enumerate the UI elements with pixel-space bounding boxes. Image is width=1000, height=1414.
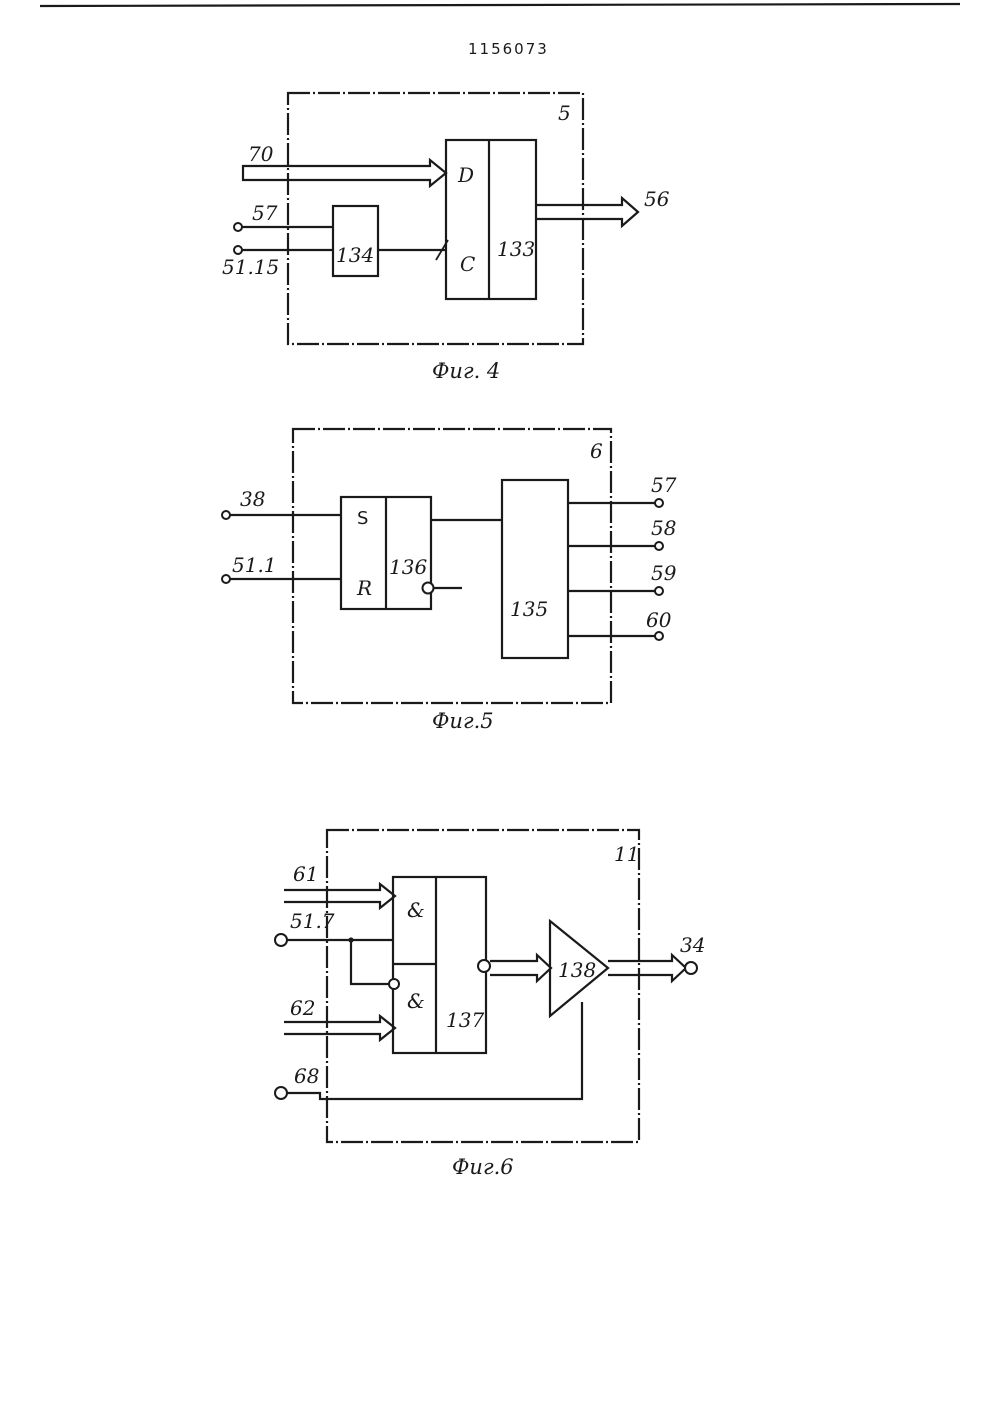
fig4-c-label: C [460, 252, 475, 276]
fig6-amp-label: 138 [558, 958, 596, 982]
fig6-pin-68 [275, 1087, 287, 1099]
fig5-r-label: R [356, 576, 372, 600]
fig4-caption: Фиг. 4 [432, 359, 500, 383]
fig6-output-label: 34 [680, 933, 705, 957]
fig6-caption: Фиг.6 [452, 1155, 514, 1179]
fig4-block-133-label: 133 [497, 237, 535, 261]
fig6-bus-137-to-138 [490, 955, 551, 981]
fig5-s-label: S [357, 508, 368, 529]
fig5-pin-out-57 [655, 499, 663, 507]
sheet-top-border [40, 4, 960, 6]
fig5-output-57-label: 57 [651, 473, 677, 497]
fig5-inverted-output-bubble [423, 583, 434, 594]
figure-4: 5 D C 133 134 70 57 51.15 56 Фиг. 4 [222, 93, 670, 383]
fig4-bus-in-label: 70 [248, 142, 274, 166]
fig6-pin-51-7 [275, 934, 287, 946]
fig4-block-id: 5 [558, 101, 571, 125]
fig4-pin-51-15 [234, 246, 242, 254]
fig4-output-bus-arrow [536, 198, 638, 226]
fig4-d-label: D [457, 163, 474, 187]
document-number: 1156073 [468, 40, 549, 58]
fig4-pin-57 [234, 223, 242, 231]
fig6-block-137-label: 137 [446, 1008, 484, 1032]
fig5-trigger-label: 136 [389, 555, 427, 579]
fig4-block-134-label: 134 [336, 243, 374, 267]
fig5-s-in-label: 38 [240, 487, 265, 511]
fig6-wire-to-inverted-input [351, 940, 389, 984]
fig6-and-label-2: & [407, 989, 425, 1013]
fig5-output-60-label: 60 [646, 608, 672, 632]
fig6-pin-b-label: 68 [294, 1064, 319, 1088]
fig5-caption: Фиг.5 [432, 709, 494, 733]
fig6-bus-61-arrow [284, 884, 395, 908]
figure-5: 6 S R 136 38 51.1 135 57 58 59 [222, 429, 677, 733]
fig5-pin-51-1 [222, 575, 230, 583]
fig6-137-inverted-output [478, 960, 490, 972]
fig5-pin-out-59 [655, 587, 663, 595]
fig6-output-bus-arrow [608, 955, 686, 981]
figure-6: 11 & & 137 61 51.7 62 68 138 34 [275, 830, 705, 1179]
fig5-pin-out-58 [655, 542, 663, 550]
fig6-pin-a-label: 51.7 [290, 909, 335, 933]
fig4-pin-b-label: 51.15 [222, 255, 279, 279]
fig4-pin-a-label: 57 [252, 201, 278, 225]
fig5-pin-38 [222, 511, 230, 519]
fig6-wire-68-to-amp [287, 1002, 582, 1099]
fig6-output-pin-34 [685, 962, 697, 974]
fig5-block-135 [502, 480, 568, 658]
fig6-bus-a-label: 61 [293, 862, 318, 886]
fig6-and-label-1: & [407, 898, 425, 922]
fig5-output-59-label: 59 [651, 561, 677, 585]
fig5-output-58-label: 58 [651, 516, 676, 540]
fig5-r-in-label: 51.1 [232, 553, 277, 577]
fig6-block-id: 11 [614, 842, 639, 866]
fig5-pin-out-60 [655, 632, 663, 640]
fig5-block-id: 6 [590, 439, 603, 463]
fig4-output-label: 56 [644, 187, 670, 211]
fig6-inverted-input-bubble [389, 979, 399, 989]
fig6-bus-b-label: 62 [290, 996, 315, 1020]
fig5-block-135-label: 135 [510, 597, 548, 621]
